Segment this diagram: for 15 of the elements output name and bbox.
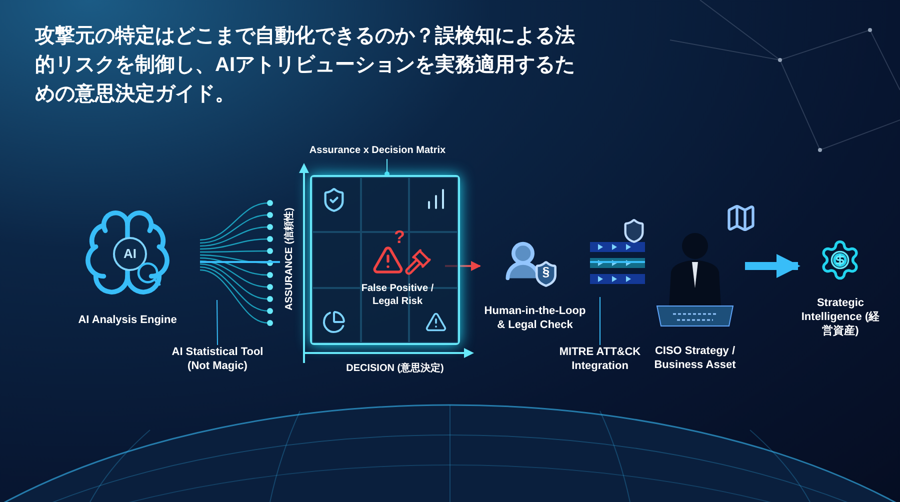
badge-text: AI <box>124 245 136 264</box>
node-label: MITRE ATT&CK Integration <box>558 345 642 373</box>
node-label: False Positive / Legal Risk <box>360 282 435 308</box>
node-label: AI Analysis Engine <box>77 313 178 327</box>
axis-label: ASSURANCE (信頼性) <box>284 206 296 312</box>
leader-line <box>216 300 218 346</box>
question-mark: ? <box>394 228 405 246</box>
connector <box>200 261 280 263</box>
axis-label: DECISION (意思決定) <box>345 363 445 375</box>
node-label: Strategic Intelligence (経営資産) <box>800 296 881 338</box>
node-label: AI Statistical Tool (Not Magic) <box>170 345 264 373</box>
flow-arrow <box>745 254 800 278</box>
page-title: 攻撃元の特定はどこまで自動化できるのか？誤検知による法的リスクを制御し、AIアトリビューションを実務適用するための意思決定ガイド。 <box>35 24 576 107</box>
node-label: Human-in-the-Loop & Legal Check <box>483 304 587 332</box>
node-label: Assurance x Decision Matrix <box>308 145 447 157</box>
